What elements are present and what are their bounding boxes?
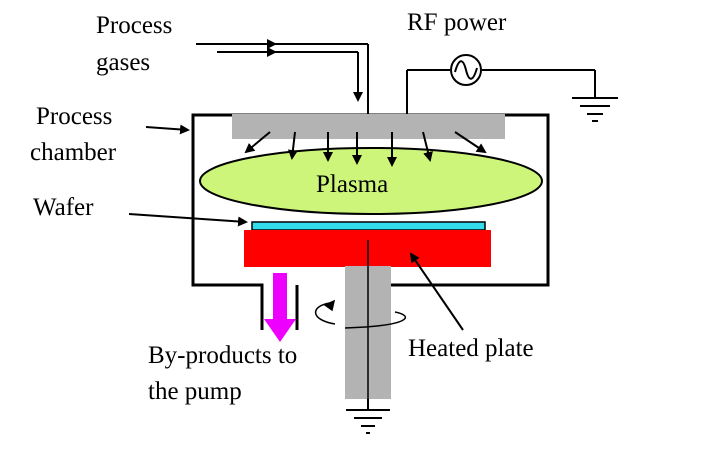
- label-byproducts-line2: the pump: [148, 378, 242, 405]
- label-process-gases-line2: gases: [96, 49, 150, 76]
- ac-sine-source-icon: [450, 54, 482, 86]
- label-process-chamber-line1: Process: [36, 103, 112, 130]
- plasma-region: [199, 147, 543, 215]
- rf-circuit: [406, 69, 596, 114]
- label-plasma: Plasma: [316, 171, 388, 198]
- process-chamber-wall: [191, 113, 550, 330]
- byproduct-exhaust-arrow: [264, 273, 296, 342]
- leader-arrows: [128, 124, 464, 331]
- label-rf-power: RF power: [407, 9, 507, 36]
- gas-flow-arrows: [244, 131, 487, 167]
- pedestal-ground-icon: [346, 399, 390, 434]
- label-wafer: Wafer: [33, 194, 94, 221]
- showerhead-electrode: [232, 114, 505, 139]
- ground-symbol-icon: [572, 97, 618, 122]
- label-byproducts-line1: By-products to: [148, 342, 297, 369]
- label-process-gases-line1: Process: [96, 12, 172, 39]
- gas-inlet-lines: [196, 39, 369, 114]
- label-process-chamber-line2: chamber: [30, 139, 117, 166]
- label-heated-plate: Heated plate: [408, 335, 534, 362]
- rotation-arrow-icon: [314, 299, 407, 329]
- wafer: [251, 221, 486, 231]
